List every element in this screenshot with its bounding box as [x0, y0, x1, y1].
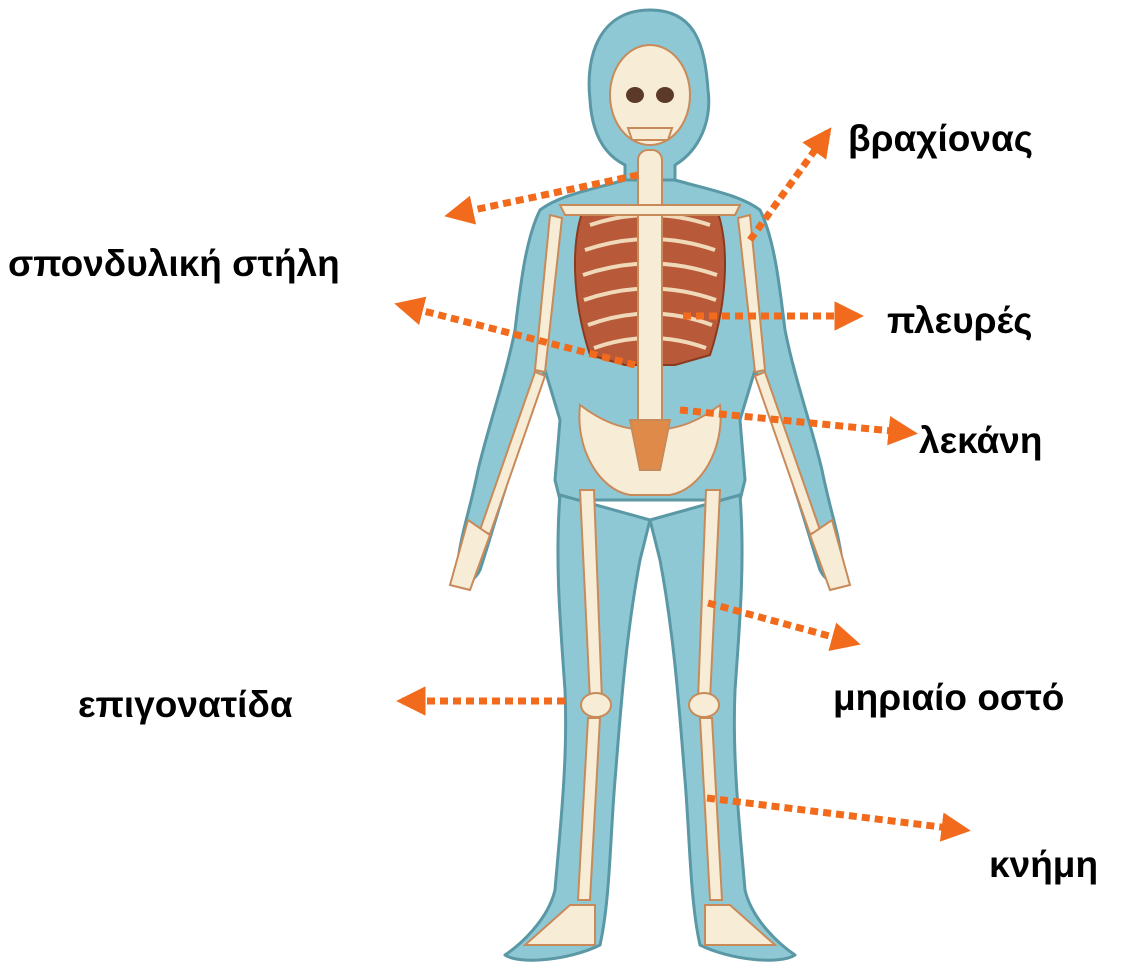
label-arm: βραχίονας [848, 120, 1033, 157]
label-tibia: κνήμη [989, 846, 1098, 883]
arrow-tibia [707, 798, 965, 830]
label-kneecap: επιγονατίδα [78, 686, 293, 723]
label-spine: σπονδυλική στήλη [8, 245, 340, 282]
label-ribs: πλευρές [887, 302, 1032, 339]
arrow-arm [750, 132, 828, 240]
label-pelvis: λεκάνη [919, 422, 1042, 459]
label-femur: μηριαίο οστό [833, 679, 1064, 716]
